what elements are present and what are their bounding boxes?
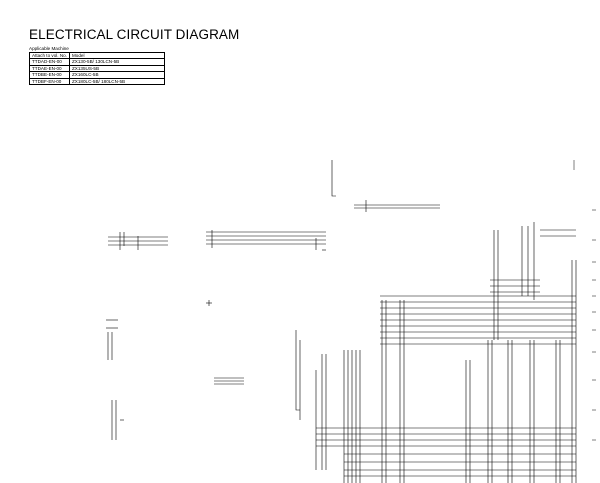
applicable-machine-table: Applicable Machine Attach to vol. No. Mo…	[29, 46, 165, 86]
right-edge-marks	[573, 160, 596, 441]
center-harness-wires	[206, 230, 326, 251]
machine-table: Attach to vol. No. Model TTDAD-EN-00 ZX1…	[29, 51, 165, 86]
row-model: ZX180LC-5B/ 180LCN-5B	[68, 77, 165, 86]
header-model: Model	[68, 51, 165, 60]
table-row: TTDBF-EN-00 ZX180LC-5B/ 180LCN-5B	[29, 77, 165, 86]
connector-stub	[206, 300, 212, 306]
left-harness-wires	[108, 232, 168, 250]
main-bus	[316, 295, 576, 477]
central-wiring	[295, 300, 405, 483]
top-bracket-wires	[331, 160, 440, 212]
applicable-machine-caption: Applicable Machine	[29, 46, 69, 51]
right-riser-wires	[465, 222, 577, 483]
row-model: ZX130-5B/ 130LCN-5B	[68, 58, 165, 66]
table-header-row: Attach to vol. No. Model	[29, 51, 165, 60]
table-row: TTDAD-EN-00 ZX130-5B/ 130LCN-5B	[29, 58, 165, 66]
page-title: ELECTRICAL CIRCUIT DIAGRAM	[29, 27, 240, 42]
left-vertical-bus	[106, 319, 124, 440]
relay-symbol	[214, 377, 244, 385]
